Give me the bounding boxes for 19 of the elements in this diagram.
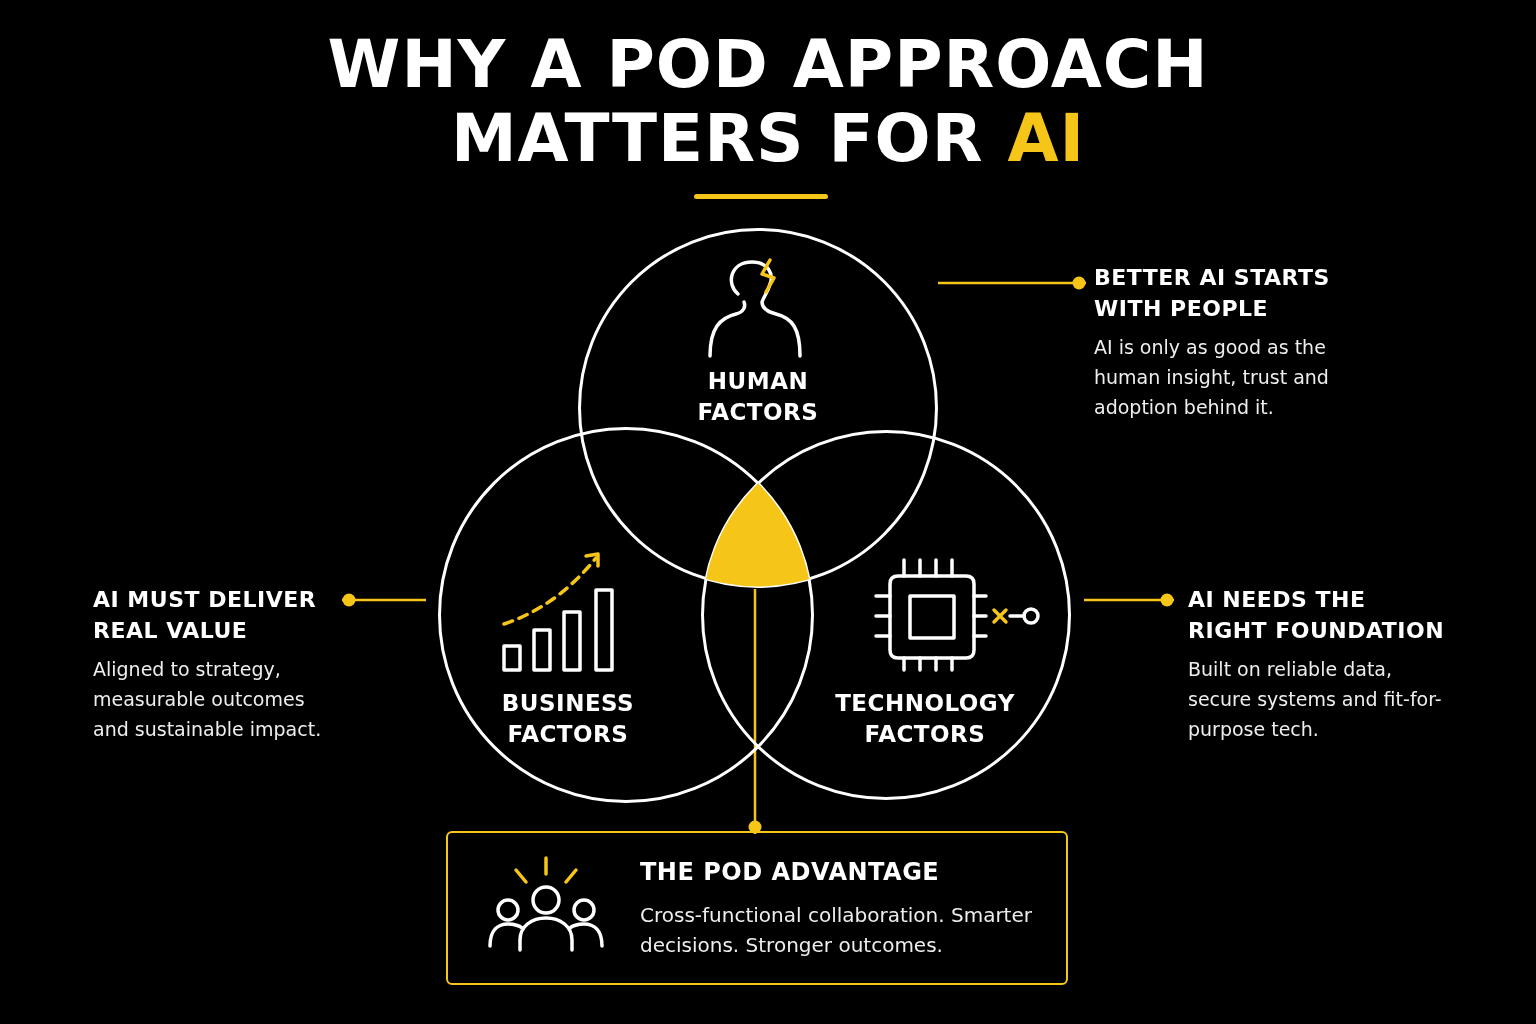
leader-line bbox=[938, 276, 1086, 290]
title: WHY A POD APPROACH MATTERS FOR AI bbox=[326, 28, 1210, 176]
venn-circle bbox=[578, 228, 938, 588]
callout-heading: THE POD ADVANTAGE bbox=[640, 857, 941, 888]
callout-text: AI is only as good as the human insight, trust and adoption behind it. bbox=[1094, 335, 1330, 420]
leader-line bbox=[1084, 593, 1174, 607]
venn-circle bbox=[701, 430, 1071, 800]
callout-heading: BETTER AI STARTS WITH PEOPLE bbox=[1094, 264, 1331, 323]
callout-text: Aligned to strategy, measurable outcomes and sustainable impact. bbox=[93, 657, 323, 742]
leader-line bbox=[342, 593, 426, 607]
callout-heading: AI NEEDS THE RIGHT FOUNDATION bbox=[1188, 586, 1446, 645]
circle-label: BUSINESS FACTORS bbox=[500, 689, 636, 749]
callout-text: Cross-functional collaboration. Smarter decisions. Stronger outcomes. bbox=[640, 902, 1033, 959]
summary-box bbox=[446, 831, 1068, 985]
callout-heading: AI MUST DELIVER REAL VALUE bbox=[93, 586, 318, 645]
circle-label: HUMAN FACTORS bbox=[696, 367, 820, 427]
venn-circle bbox=[438, 427, 814, 803]
circle-label: TECHNOLOGY FACTORS bbox=[834, 689, 1016, 749]
callout-text: Built on reliable data, secure systems and fit-for-purpose tech. bbox=[1188, 657, 1443, 742]
